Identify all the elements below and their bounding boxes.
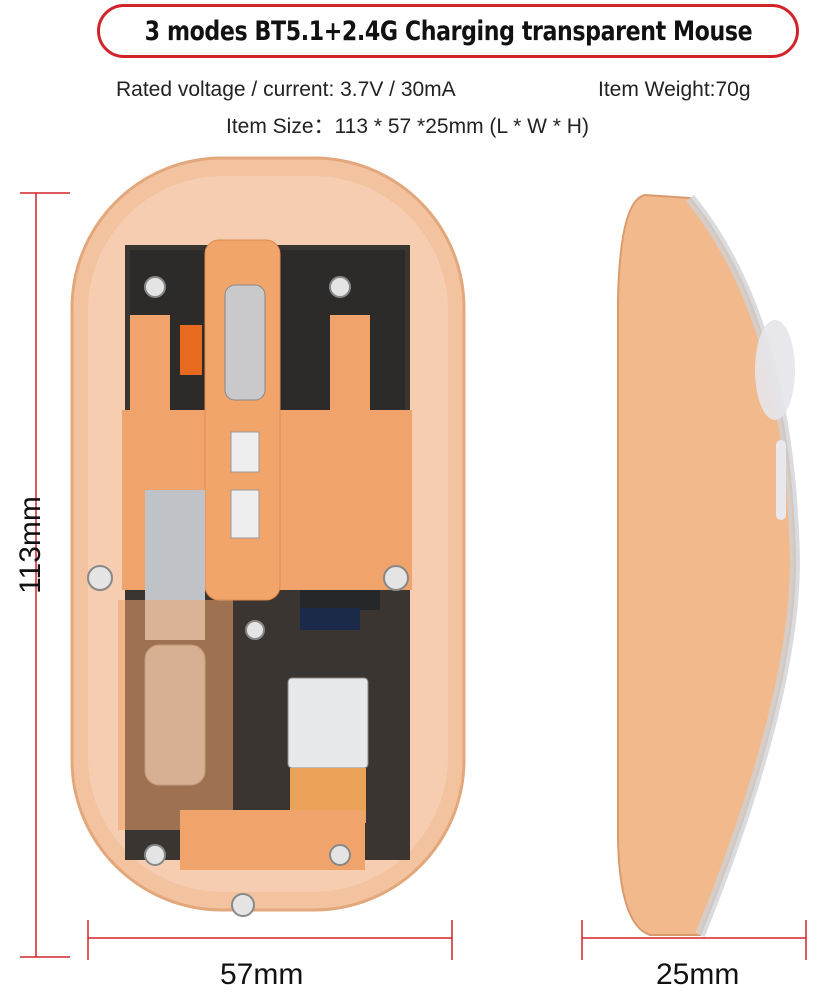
- width-label: 57mm: [220, 958, 304, 991]
- item-weight-spec: Item Weight:70g: [598, 78, 751, 101]
- rated-voltage-spec: Rated voltage / current: 3.7V / 30mA: [116, 78, 456, 101]
- title-text: 3 modes BT5.1+2.4G Charging transparent …: [144, 15, 752, 47]
- length-label: 113mm: [13, 496, 47, 594]
- title-banner: 3 modes BT5.1+2.4G Charging transparent …: [97, 4, 799, 58]
- dimension-lines: [20, 192, 807, 960]
- item-size-spec: Item Size：113 * 57 *25mm (L * W * H): [226, 115, 589, 138]
- mouse-top-view: [70, 156, 466, 917]
- mouse-side-view: [617, 193, 801, 937]
- height-label: 25mm: [656, 958, 740, 991]
